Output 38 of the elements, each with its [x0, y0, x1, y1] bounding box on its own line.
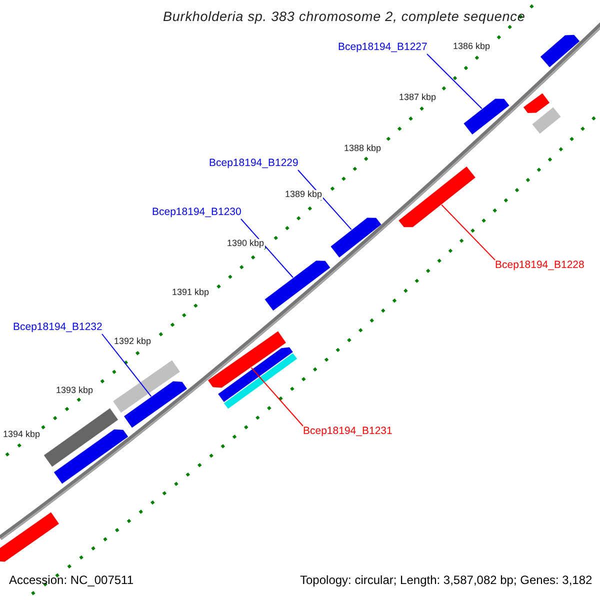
gene-block — [330, 218, 382, 258]
leader-line — [240, 218, 294, 278]
gene-block — [532, 107, 561, 134]
gene-block — [218, 347, 293, 402]
tick-label: 1388 kbp — [343, 144, 382, 154]
leader-line — [441, 204, 496, 260]
gene-label: Bcep18194_B1232 — [13, 322, 102, 334]
title: Burkholderia sp. 383 chromosome 2, complete sequence — [163, 10, 526, 25]
leader-line — [250, 367, 304, 426]
tick-label: 1389 kbp — [284, 190, 324, 200]
gene-block — [398, 166, 476, 228]
tick-label: 1394 kbp — [2, 430, 42, 440]
tick-label: 1391 kbp — [171, 288, 210, 298]
gene-block — [464, 98, 510, 134]
tick-label: 1390 kbp — [226, 239, 266, 249]
tick-label: 1393 kbp — [55, 386, 94, 396]
gene-label: Bcep18194_B1230 — [152, 207, 242, 219]
gene-block — [540, 34, 580, 68]
gene-block — [208, 331, 286, 388]
gene-block — [264, 260, 330, 311]
tick-label: 1386 kbp — [452, 42, 492, 52]
gene-block — [523, 93, 550, 113]
gene-block — [113, 360, 180, 413]
leader-line — [426, 54, 482, 110]
gene-block — [54, 429, 128, 484]
gene-block — [224, 353, 298, 409]
gene-block — [0, 512, 59, 562]
leader-line — [298, 170, 352, 230]
leader-line — [102, 334, 152, 397]
gene-label: Bcep18194_B1228 — [495, 260, 584, 272]
gene-block — [44, 408, 118, 467]
gene-label: Bcep18194_B1227 — [338, 42, 428, 54]
gene-block — [124, 381, 187, 428]
footer-text: Topology: circular; Length: 3,587,082 bp; Genes: 3,182 — [300, 574, 592, 588]
tick-label: 1392 kbp — [113, 337, 152, 347]
tick-label: 1387 kbp — [398, 93, 438, 103]
gene-label: Bcep18194_B1229 — [209, 158, 298, 170]
gene-label: Bcep18194_B1231 — [303, 426, 392, 438]
